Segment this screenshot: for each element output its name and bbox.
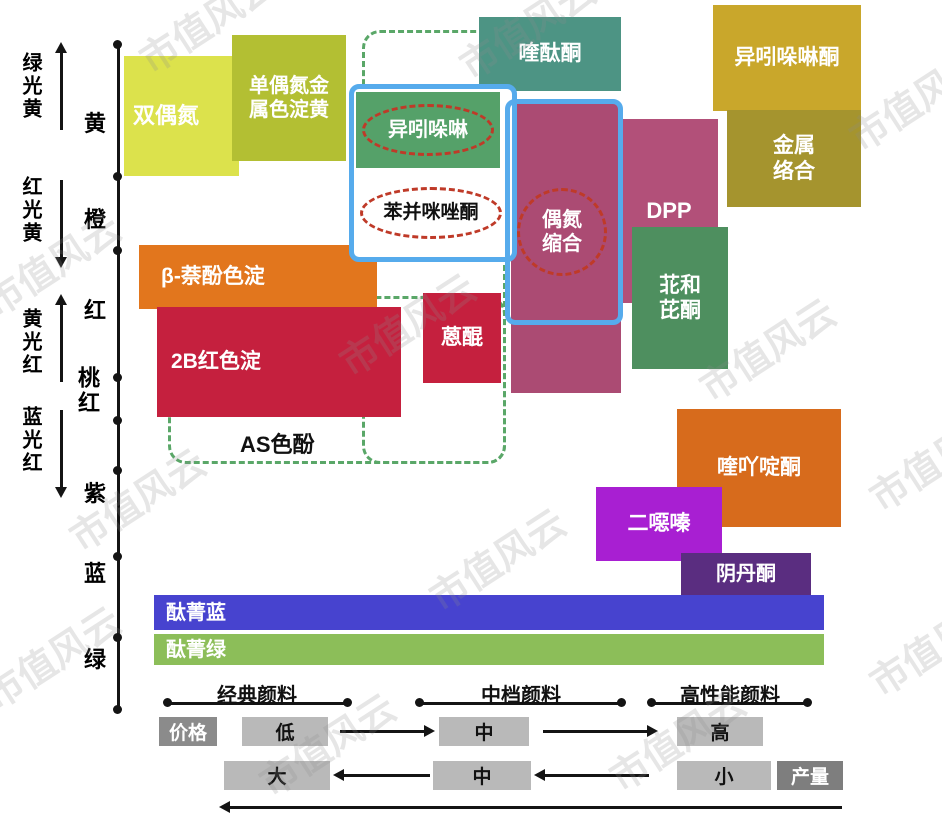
up-arrow [55, 42, 66, 130]
block-azo-condensation-label: 偶氮缩合 [542, 209, 582, 255]
block-quinophthalone-label: 喹酞酮 [518, 42, 582, 66]
right-arrow [543, 725, 658, 736]
axis-dot [113, 705, 122, 714]
block-beta-naphthol-lake-label: β-萘酚色淀 [161, 265, 265, 289]
price-level-low: 低 [242, 717, 328, 746]
category-dot [803, 698, 812, 707]
watermark: 市值风云 [0, 600, 129, 719]
shade-label-greenish-yellow: 绿光黄 [19, 52, 41, 121]
label-as-naphthol: AS色酚 [240, 432, 315, 457]
block-benzimidazolone-label: 苯并咪唑酮 [383, 201, 479, 223]
block-metal-complex-label: 金属络合 [772, 134, 815, 183]
highlight-box-isoindoline-benzimidazolone: 异吲哚啉 苯并咪唑酮 [349, 84, 517, 262]
block-isoindoline: 异吲哚啉 [356, 92, 500, 168]
price-level-high: 高 [677, 717, 763, 746]
shade-label-reddish-yellow: 红光黄 [19, 176, 41, 245]
hue-label-yellow: 黄 [84, 111, 107, 136]
hue-label-orange: 橙 [84, 207, 107, 232]
axis-dot [113, 172, 122, 181]
block-monoazo-metal-lake-yellow: 单偶氮金属色淀黄 [232, 35, 346, 161]
shade-label-yellowish-red: 黄光红 [19, 308, 41, 377]
category-line [652, 702, 808, 705]
highlight-box-azo-condensation: 偶氮缩合 [505, 99, 623, 325]
category-dot [163, 698, 172, 707]
axis-dot [113, 40, 122, 49]
axis-dot [113, 246, 122, 255]
block-beta-naphthol-lake: β-萘酚色淀 [139, 245, 377, 309]
hue-label-red: 红 [84, 298, 107, 323]
block-dioxazine-label: 二噁嗪 [627, 512, 691, 536]
output-axis-label: 产量 [777, 761, 843, 790]
category-label-midrange: 中档颜料 [481, 685, 561, 707]
block-lake-red-2b-label: 2B红色淀 [171, 350, 261, 374]
output-level-large: 大 [224, 761, 330, 790]
block-isoindoline-label: 异吲哚啉 [388, 119, 468, 141]
isoindoline-highlight-ellipse: 异吲哚啉 [362, 104, 494, 156]
bar-phthalo-blue-label: 酞菁蓝 [166, 601, 226, 624]
output-direction-arrow [219, 801, 842, 812]
hue-label-blue: 蓝 [84, 561, 107, 586]
price-axis-label: 价格 [159, 717, 217, 746]
hue-label-purple: 紫 [84, 481, 107, 506]
block-quinacridone-label: 喹吖啶酮 [717, 456, 801, 480]
down-arrow [55, 180, 66, 268]
block-disazo: 双偶氮 [124, 56, 239, 176]
bar-phthalo-green-label: 酞菁绿 [166, 638, 226, 661]
category-dot [343, 698, 352, 707]
block-quinophthalone: 喹酞酮 [479, 17, 621, 91]
category-line [168, 702, 348, 705]
watermark: 市值风云 [863, 587, 942, 706]
block-perylene-perinone: 苝和芘酮 [632, 227, 728, 369]
up-arrow [55, 294, 66, 382]
azo-condensation-highlight-ellipse: 偶氮缩合 [517, 188, 607, 276]
category-line [420, 702, 622, 705]
output-level-small: 小 [677, 761, 771, 790]
block-perylene-perinone-label: 苝和芘酮 [658, 273, 701, 322]
category-label-classic: 经典颜料 [217, 685, 297, 707]
axis-dot [113, 552, 122, 561]
block-isoindolinone-label: 异吲哚啉酮 [734, 46, 840, 70]
block-dpp-label: DPP [646, 197, 692, 223]
category-dot [617, 698, 626, 707]
block-isoindolinone: 异吲哚啉酮 [713, 5, 861, 111]
axis-dot [113, 633, 122, 642]
block-metal-complex: 金属络合 [727, 110, 861, 207]
right-arrow [340, 725, 435, 736]
left-arrow [333, 769, 430, 780]
block-dioxazine: 二噁嗪 [596, 487, 722, 561]
left-arrow [534, 769, 649, 780]
block-lake-red-2b: 2B红色淀 [157, 307, 401, 417]
axis-dot [113, 373, 122, 382]
block-indanthrone: 阴丹酮 [681, 553, 811, 595]
bar-phthalo-green: 酞菁绿 [154, 634, 824, 665]
benzimidazolone-highlight-ellipse: 苯并咪唑酮 [360, 187, 502, 239]
down-arrow [55, 410, 66, 498]
block-anthraquinone: 蒽醌 [423, 293, 501, 383]
block-monoazo-metal-lake-yellow-label: 单偶氮金属色淀黄 [249, 75, 329, 121]
block-indanthrone-label: 阴丹酮 [716, 563, 776, 585]
axis-dot [113, 416, 122, 425]
axis-dot [113, 466, 122, 475]
hue-label-pink: 桃红 [75, 366, 100, 416]
output-level-medium: 中 [433, 761, 531, 790]
category-dot [647, 698, 656, 707]
shade-label-bluish-red: 蓝光红 [19, 406, 41, 475]
watermark: 市值风云 [863, 402, 942, 521]
price-level-medium: 中 [439, 717, 529, 746]
category-dot [415, 698, 424, 707]
hue-label-green: 绿 [84, 647, 107, 672]
block-anthraquinone-label: 蒽醌 [441, 326, 483, 350]
bar-phthalo-blue: 酞菁蓝 [154, 595, 824, 630]
category-label-high-performance: 高性能颜料 [680, 685, 780, 707]
block-disazo-label: 双偶氮 [133, 102, 200, 128]
